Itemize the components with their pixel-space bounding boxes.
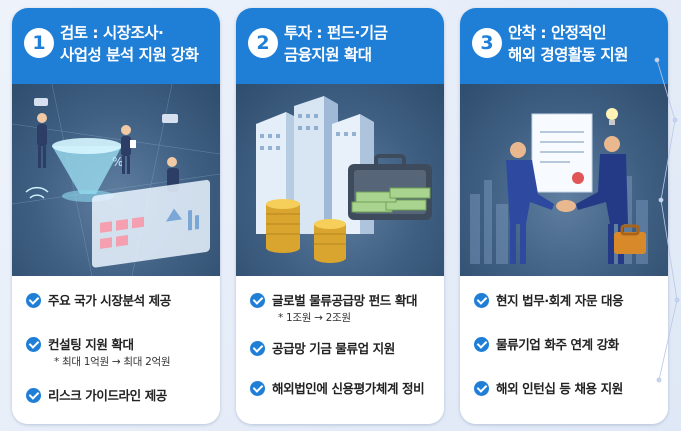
list-item-note: * 최대 1억원 → 최대 2억원 xyxy=(54,356,171,368)
panel-title: 투자 : 펀드·기금 금융지원 확대 xyxy=(284,22,440,66)
check-icon xyxy=(26,337,41,352)
panel-header: 2 투자 : 펀드·기금 금융지원 확대 xyxy=(236,8,444,84)
finance-buildings-coins-illustration xyxy=(236,84,444,276)
list-item-text: 리스크 가이드라인 제공 xyxy=(48,388,167,403)
contract-handshake-illustration xyxy=(460,84,668,276)
list-item-text: 현지 법무·회계 자문 대응 xyxy=(496,293,624,308)
step-number-badge: 2 xyxy=(248,28,278,58)
panel-title-line1: 투자 : 펀드·기금 xyxy=(284,24,388,42)
check-icon xyxy=(26,388,41,403)
panel-title-line2: 금융지원 확대 xyxy=(284,46,372,64)
network-decoration xyxy=(654,57,680,383)
check-icon xyxy=(474,293,489,308)
step-number-badge: 1 xyxy=(24,28,54,58)
check-icon xyxy=(250,293,265,308)
benefit-list: 글로벌 물류공급망 펀드 확대 * 1조원 → 2조원 공급망 기금 물류업 지… xyxy=(236,276,444,424)
check-icon xyxy=(474,381,489,396)
panel-title-line1: 검토 : 시장조사· xyxy=(60,24,164,42)
benefit-list: 현지 법무·회계 자문 대응 물류기업 화주 연계 강화 해외 인턴십 등 채용… xyxy=(460,276,668,424)
svg-text:%: % xyxy=(112,155,123,169)
check-icon xyxy=(250,381,265,396)
market-analysis-illustration: % xyxy=(12,84,220,276)
list-item-text: 해외법인에 신용평가체계 정비 xyxy=(272,381,425,396)
step-panel-investment: 2 투자 : 펀드·기금 금융지원 확대 xyxy=(236,8,444,424)
list-item-text: 글로벌 물류공급망 펀드 확대 xyxy=(272,293,418,308)
list-item-text: 주요 국가 시장분석 제공 xyxy=(48,293,171,308)
step-number-badge: 3 xyxy=(472,28,502,58)
panel-title-line2: 사업성 분석 지원 강화 xyxy=(60,46,199,64)
check-icon xyxy=(474,337,489,352)
panel-header: 3 안착 : 안정적인 해외 경영활동 지원 xyxy=(460,8,668,84)
list-item-text: 해외 인턴십 등 채용 지원 xyxy=(496,381,623,396)
list-item-text: 물류기업 화주 연계 강화 xyxy=(496,337,619,352)
panel-title-line1: 안착 : 안정적인 xyxy=(508,24,607,42)
check-icon xyxy=(250,341,265,356)
panel-title: 검토 : 시장조사· 사업성 분석 지원 강화 xyxy=(60,22,216,66)
list-item-text: 공급망 기금 물류업 지원 xyxy=(272,341,395,356)
list-item-note: * 1조원 → 2조원 xyxy=(278,312,351,324)
step-panel-review: 1 검토 : 시장조사· 사업성 분석 지원 강화 % xyxy=(12,8,220,424)
steps-container: 1 검토 : 시장조사· 사업성 분석 지원 강화 % xyxy=(10,8,672,424)
list-item-text: 컨설팅 지원 확대 xyxy=(48,337,134,352)
check-icon xyxy=(26,293,41,308)
panel-header: 1 검토 : 시장조사· 사업성 분석 지원 강화 xyxy=(12,8,220,84)
panel-title: 안착 : 안정적인 해외 경영활동 지원 xyxy=(508,22,664,66)
benefit-list: 주요 국가 시장분석 제공 컨설팅 지원 확대 * 최대 1억원 → 최대 2억… xyxy=(12,276,220,424)
step-panel-settlement: 3 안착 : 안정적인 해외 경영활동 지원 xyxy=(460,8,668,424)
panel-title-line2: 해외 경영활동 지원 xyxy=(508,46,628,64)
